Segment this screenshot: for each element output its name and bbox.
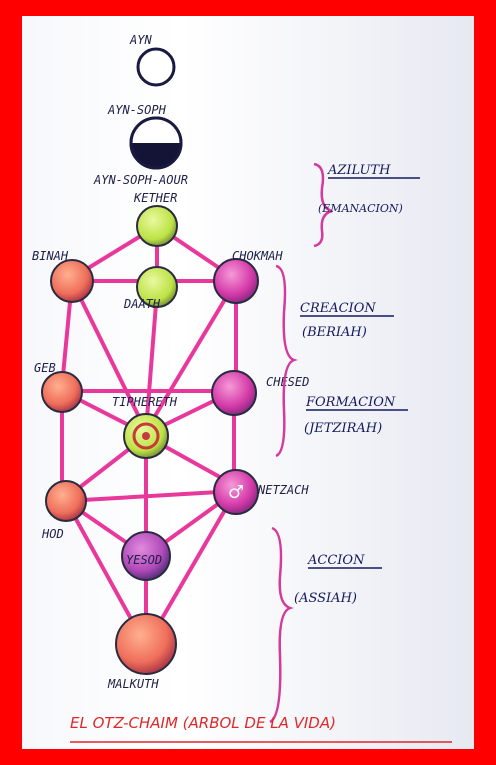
- bracket-atziluth: [313, 162, 333, 248]
- geburah-label: GEB: [34, 361, 56, 375]
- hod-sphere: [45, 480, 87, 522]
- binah-sphere: [50, 259, 94, 303]
- kether-label: KETHER: [133, 191, 177, 205]
- notebook-page: ♂ AYN AYN-SOPH AYN-SOPH-AOUR KETHER BINA…: [22, 16, 474, 749]
- yetzirah-sub-label: (JETZIRAH): [304, 421, 382, 436]
- ayn-soph-label: AYN-SOPH: [107, 103, 167, 117]
- yesod-label: YESOD: [126, 553, 162, 567]
- path-chokmah-tiphereth: [144, 279, 238, 433]
- netzach-sphere: ♂: [213, 469, 259, 515]
- briah-sub-label: (BERIAH): [302, 325, 367, 340]
- chokmah-label: CHOKMAH: [232, 249, 283, 263]
- yetzirah-label: FORMACION: [305, 395, 396, 410]
- daath-label: DAATH: [123, 297, 161, 311]
- hod-label: HOD: [41, 527, 64, 541]
- atziluth-label: AZILUTH: [327, 163, 391, 178]
- chesed-label: CHESED: [266, 375, 309, 389]
- tiphereth-label: TIPHERETH: [112, 395, 178, 409]
- tiphereth-sphere: [123, 413, 169, 459]
- bracket-assiah: [269, 526, 294, 724]
- binah-label: BINAH: [32, 249, 69, 263]
- ayn-soph-aour-label: AYN-SOPH-AOUR: [93, 173, 188, 187]
- geburah-sphere: [41, 371, 83, 413]
- malkuth-label: MALKUTH: [107, 677, 159, 691]
- world-underlines: [300, 177, 420, 569]
- chokmah-sphere: [213, 258, 259, 304]
- path-hod-netzach: [64, 489, 238, 503]
- netzach-label: NETZACH: [257, 483, 309, 497]
- tree-of-life-diagram: ♂ AYN AYN-SOPH AYN-SOPH-AOUR KETHER BINA…: [32, 33, 452, 743]
- ayn-soph-circle: [129, 116, 183, 170]
- diagram-caption: EL OTZ-CHAIM (ARBOL DE LA VIDA): [70, 714, 336, 732]
- path-daath-tiphereth: [144, 289, 159, 433]
- briah-label: CREACION: [300, 301, 376, 316]
- world-brackets: [269, 162, 333, 724]
- ayn-circle: [136, 47, 176, 87]
- chesed-sphere: [211, 370, 257, 416]
- assiah-sub-label: (ASSIAH): [294, 591, 357, 606]
- atziluth-sub-label: (EMANACION): [318, 202, 403, 215]
- path-binah-tiphereth: [70, 279, 148, 433]
- daath-sphere: [136, 266, 178, 308]
- yesod-sphere: [121, 531, 171, 581]
- assiah-label: ACCION: [307, 553, 365, 568]
- ayn-label: AYN: [129, 33, 152, 47]
- malkuth-sphere: [115, 613, 177, 675]
- svg-text:♂: ♂: [228, 482, 244, 503]
- bracket-briah-yetzirah: [275, 264, 298, 458]
- kether-sphere: [136, 205, 178, 247]
